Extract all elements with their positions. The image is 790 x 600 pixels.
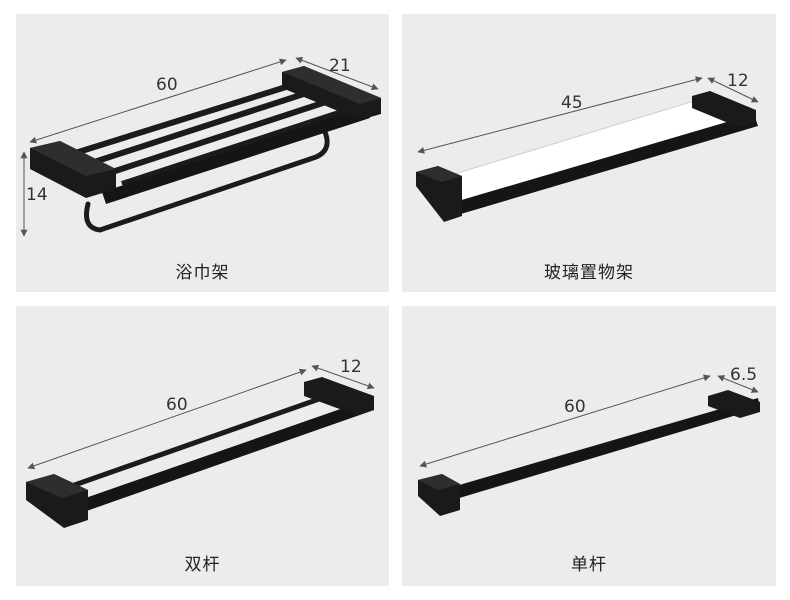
width-label: 60 xyxy=(166,395,188,415)
rack-bar xyxy=(105,97,333,177)
width-dimension-line xyxy=(419,374,711,468)
single-bar xyxy=(442,398,760,502)
product-card-glass-shelf: 45 12 玻璃置物架 xyxy=(402,14,776,292)
rack-front-bar xyxy=(102,106,370,204)
product-caption: 玻璃置物架 xyxy=(544,263,634,283)
lower-towel-bar xyxy=(84,129,330,233)
depth-dimension-line xyxy=(717,375,759,393)
depth-label: 12 xyxy=(340,357,362,377)
left-mount-block xyxy=(416,166,462,222)
product-card-single-bar: 60 6.5 单杆 xyxy=(402,306,776,586)
right-mount-block xyxy=(304,377,374,415)
single-bar-illustration: 60 6.5 xyxy=(418,365,760,516)
product-caption: 浴巾架 xyxy=(175,263,230,283)
depth-dimension-line xyxy=(707,77,759,103)
width-dimension-line xyxy=(29,58,287,144)
depth-dimension-line xyxy=(295,56,379,91)
width-dimension-line xyxy=(417,76,703,154)
depth-dimension-line xyxy=(311,364,375,390)
rear-bar xyxy=(65,395,323,491)
front-bar xyxy=(74,398,374,514)
rack-bar xyxy=(87,87,317,167)
width-label: 60 xyxy=(564,397,586,417)
depth-label: 12 xyxy=(727,71,749,91)
width-dimension-line xyxy=(27,368,307,470)
glass-plate xyxy=(437,100,744,203)
depth-label: 6.5 xyxy=(730,365,757,385)
product-card-double-bar: 60 12 双杆 xyxy=(16,306,389,586)
double-bar-illustration: 60 12 xyxy=(26,357,375,528)
width-label: 45 xyxy=(561,93,583,113)
product-caption: 双杆 xyxy=(184,555,221,575)
height-label: 14 xyxy=(26,185,48,205)
rack-bar xyxy=(71,79,303,157)
depth-label: 21 xyxy=(329,56,351,76)
shelf-front-rail xyxy=(448,114,758,216)
towel-rack-illustration: 60 21 14 xyxy=(20,56,381,237)
product-card-towel-rack: 60 21 14 浴巾架 xyxy=(16,14,389,292)
glass-shelf-illustration: 45 12 xyxy=(416,71,759,222)
product-caption: 单杆 xyxy=(571,555,607,575)
width-label: 60 xyxy=(156,75,178,95)
rack-bar xyxy=(121,107,349,187)
right-mount-block xyxy=(708,390,760,418)
right-mount-block xyxy=(692,91,756,127)
